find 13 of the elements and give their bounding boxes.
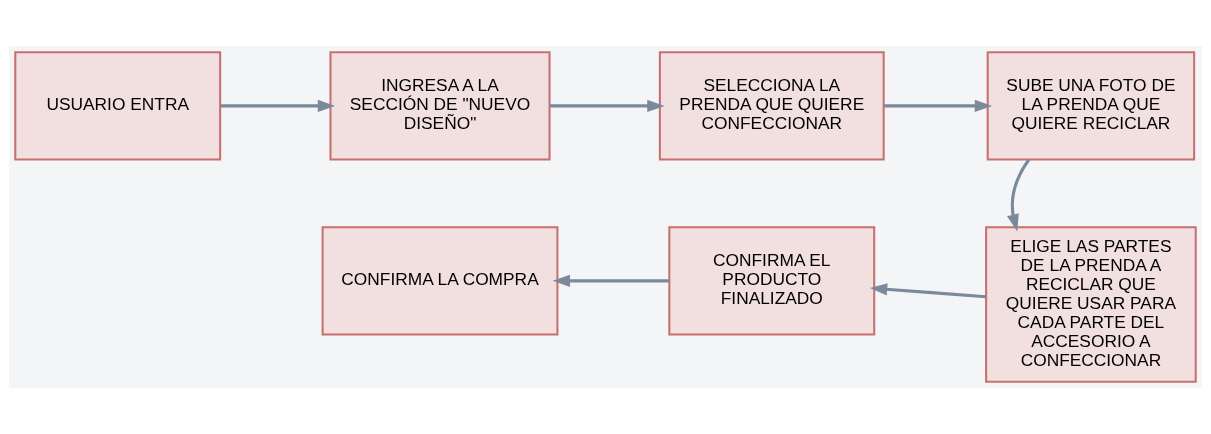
arrow bbox=[1007, 158, 1031, 232]
node-box: INGRESA A LA SECCIÓN DE "NUEVO DISEÑO" bbox=[329, 51, 551, 161]
arrow bbox=[549, 99, 665, 112]
arrow bbox=[220, 99, 336, 112]
node-box: USUARIO ENTRA bbox=[14, 51, 222, 161]
node-box: CONFIRMA LA COMPRA bbox=[321, 226, 559, 336]
arrow bbox=[883, 99, 993, 112]
arrow bbox=[552, 274, 670, 287]
node-box: SELECCIONA LA PRENDA QUE QUIERE CONFECCIONAR bbox=[658, 51, 885, 161]
node-box: SUBE UNA FOTO DE LA PRENDA QUE QUIERE RECICLAR bbox=[986, 51, 1196, 161]
node-box: ELIGE LAS PARTES DE LA PRENDA A RECICLAR QUE QUIERE USAR PARA CADA PARTE DEL ACCESORIO A CONFECCIONAR bbox=[985, 226, 1197, 383]
arrow bbox=[869, 283, 987, 299]
node-box: CONFIRMA EL PRODUCTO FINALIZADO bbox=[668, 226, 876, 336]
